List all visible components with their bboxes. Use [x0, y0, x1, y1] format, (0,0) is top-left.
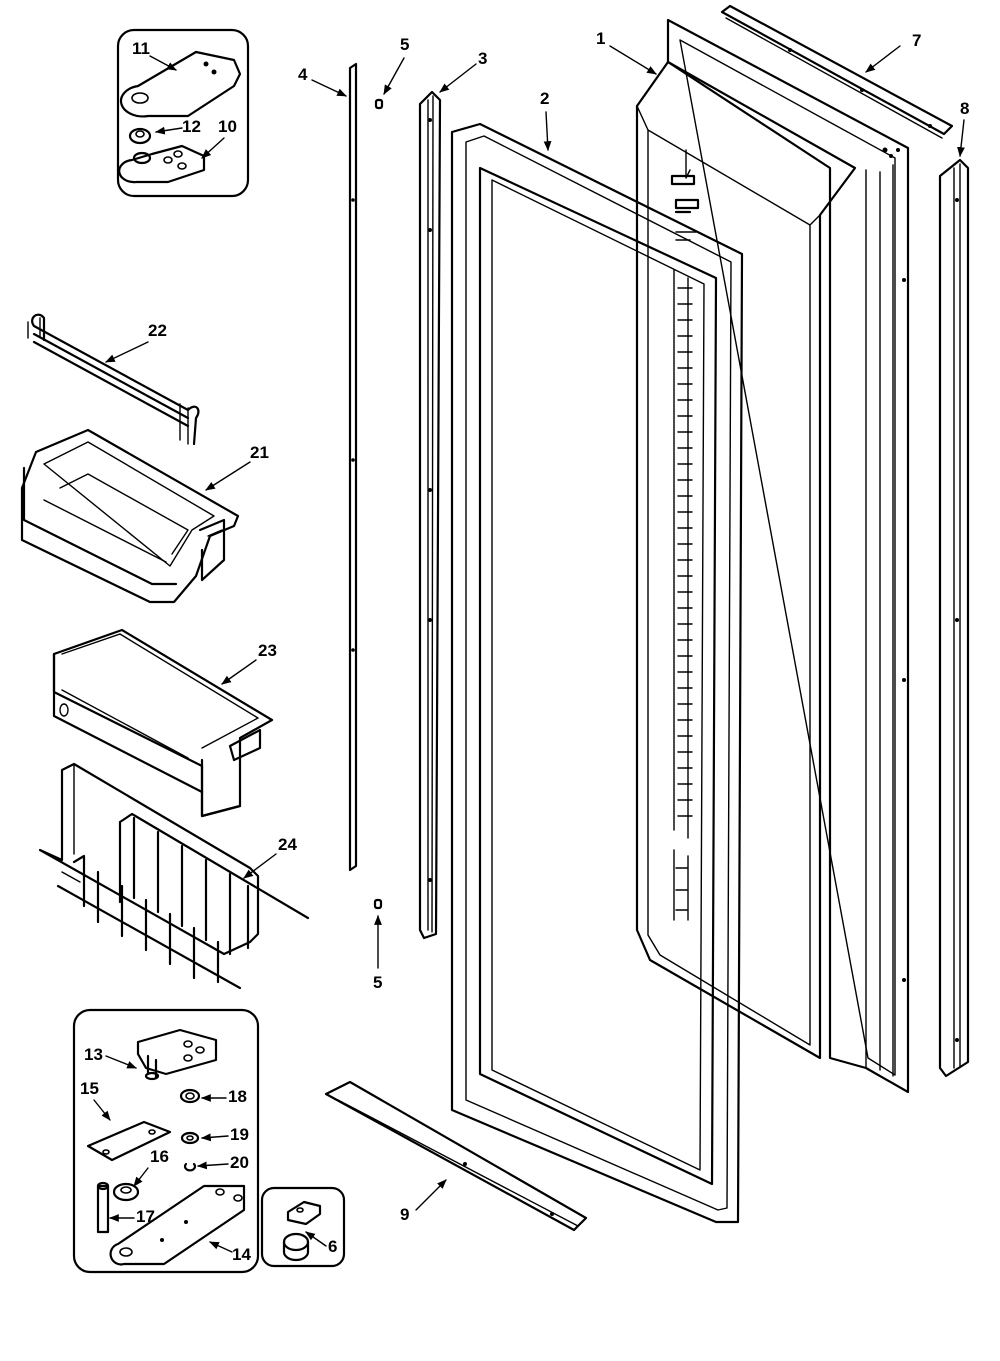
callout-19: 19 — [230, 1125, 249, 1144]
door-stop-inset — [260, 1186, 346, 1268]
callout-3: 3 — [478, 49, 488, 68]
callout-5-bottom: 5 — [373, 973, 383, 992]
callout-1: 1 — [596, 29, 606, 48]
screw-top — [374, 98, 384, 110]
callout-6: 6 — [328, 1237, 338, 1256]
upper-hinge-inset — [116, 28, 250, 198]
callout-7: 7 — [912, 31, 922, 50]
door-gasket — [450, 122, 744, 1224]
callout-14: 14 — [232, 1245, 251, 1264]
callout-10: 10 — [218, 117, 237, 136]
wire-basket — [38, 762, 310, 990]
callout-17: 17 — [136, 1207, 155, 1226]
callout-18: 18 — [228, 1087, 247, 1106]
vertical-trim-strip — [418, 90, 442, 940]
shelf-support-clips — [670, 149, 700, 921]
callout-16: 16 — [150, 1147, 169, 1166]
callout-5-top: 5 — [400, 35, 410, 54]
callout-11: 11 — [132, 39, 150, 58]
wire-door-rack — [27, 313, 200, 446]
thin-trim-strip — [348, 62, 358, 872]
callout-23: 23 — [258, 641, 277, 660]
callout-20: 20 — [230, 1153, 249, 1172]
callout-8: 8 — [960, 99, 970, 118]
callout-4: 4 — [298, 65, 308, 84]
door-outer-panel — [635, 18, 910, 1094]
callout-2: 2 — [540, 89, 550, 108]
lower-hinge-inset — [72, 1008, 260, 1274]
callout-13: 13 — [84, 1045, 103, 1064]
leader-arrows — [93, 45, 965, 1253]
door-top-cap — [720, 4, 954, 139]
dairy-bin — [52, 628, 274, 818]
door-side-trim — [938, 158, 970, 1078]
door-bin — [20, 428, 240, 604]
callout-9: 9 — [400, 1205, 410, 1224]
callout-24: 24 — [278, 835, 297, 854]
door-bottom-cap — [324, 1080, 588, 1232]
callout-12: 12 — [182, 117, 201, 136]
callout-21: 21 — [250, 443, 269, 462]
callout-22: 22 — [148, 321, 167, 340]
callout-15: 15 — [80, 1079, 99, 1098]
screw-bottom — [373, 898, 383, 910]
